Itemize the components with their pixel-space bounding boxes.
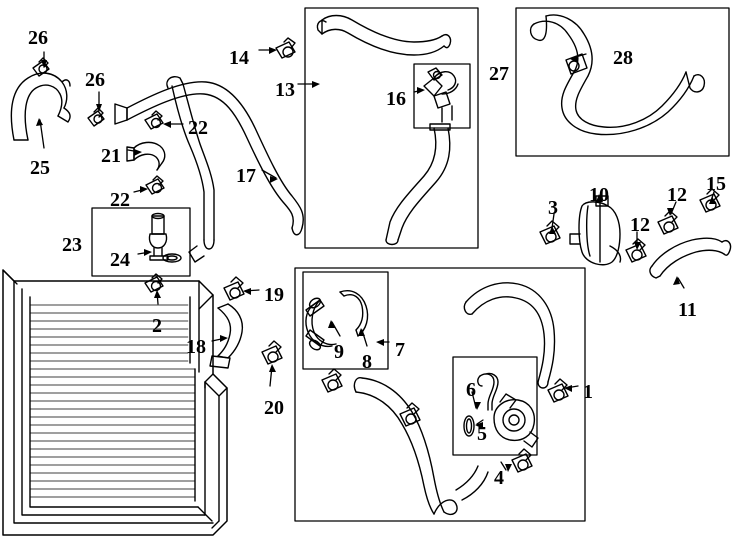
callout-22b: 22 xyxy=(110,189,130,211)
hose-11 xyxy=(649,237,732,279)
callout-9: 9 xyxy=(334,341,344,363)
callout-4: 4 xyxy=(494,467,504,489)
radiator xyxy=(2,269,228,536)
hose-27 xyxy=(529,14,706,136)
clamp-1-right xyxy=(547,378,569,403)
callout-10: 10 xyxy=(589,184,609,206)
callout-21: 21 xyxy=(101,145,121,167)
clamp-26b xyxy=(87,107,105,127)
clamp-14 xyxy=(275,37,296,59)
callout-6: 6 xyxy=(466,379,476,401)
seal-ring-5 xyxy=(463,415,475,437)
clamp-22a xyxy=(144,110,164,130)
hose-4 xyxy=(353,377,489,516)
callout-17: 17 xyxy=(236,165,256,187)
clamp-12b xyxy=(657,210,679,235)
callout-12b: 12 xyxy=(667,184,687,206)
callout-22a: 22 xyxy=(188,117,208,139)
leader-arrowheads xyxy=(36,47,716,472)
clip-8 xyxy=(339,290,369,337)
callout-5: 5 xyxy=(477,423,487,445)
callout-26a: 26 xyxy=(28,27,48,49)
hose-18 xyxy=(209,303,244,369)
hose-21 xyxy=(126,141,166,171)
clamp-22b xyxy=(145,175,165,195)
group-boxes xyxy=(91,7,730,522)
callout-14: 14 xyxy=(229,47,249,69)
clamp-20 xyxy=(261,340,283,365)
callout-19: 19 xyxy=(264,284,284,306)
clamp-4-bottom xyxy=(511,448,533,473)
connector-16 xyxy=(423,67,459,123)
clamp-4-left xyxy=(399,402,421,427)
callout-26b: 26 xyxy=(85,69,105,91)
callout-3: 3 xyxy=(548,197,558,219)
hose-13-upper xyxy=(316,14,452,56)
callout-23: 23 xyxy=(62,234,82,256)
reservoir-24 xyxy=(148,212,182,263)
callout-2: 2 xyxy=(152,315,162,337)
callout-7: 7 xyxy=(395,339,405,361)
callout-15: 15 xyxy=(706,173,726,195)
callout-12a: 12 xyxy=(630,214,650,236)
clamp-7-lower xyxy=(321,368,343,393)
clamp-19 xyxy=(223,276,245,301)
callout-13: 13 xyxy=(275,79,295,101)
pump-housing-10 xyxy=(569,195,622,266)
callout-24: 24 xyxy=(110,249,130,271)
callout-18: 18 xyxy=(186,336,206,358)
hose-13-lower xyxy=(385,123,451,246)
callout-27: 27 xyxy=(489,63,509,85)
callout-25: 25 xyxy=(30,157,50,179)
pipe-9 xyxy=(305,297,337,351)
clamp-2 xyxy=(144,273,164,293)
hose-17 xyxy=(114,76,304,263)
callout-28: 28 xyxy=(613,47,633,69)
callout-11: 11 xyxy=(678,299,697,321)
thermostat-5 xyxy=(493,393,539,448)
clip-6 xyxy=(477,372,499,411)
callout-16: 16 xyxy=(386,88,406,110)
callout-1: 1 xyxy=(583,381,593,403)
hose-25 xyxy=(10,72,71,141)
callout-8: 8 xyxy=(362,351,372,373)
callout-20: 20 xyxy=(264,397,284,419)
hose-1 xyxy=(463,282,556,389)
